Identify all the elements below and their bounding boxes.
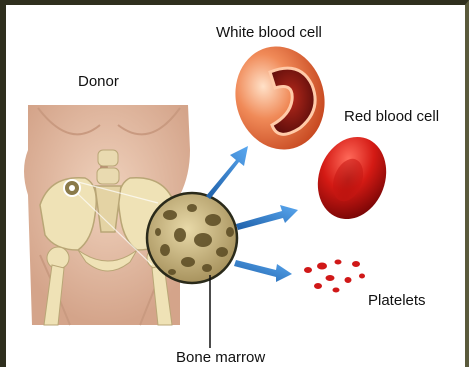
platelets-image (304, 260, 365, 293)
arrow-to-platelets (234, 260, 292, 282)
platelets-label: Platelets (368, 293, 426, 308)
white-blood-cell-image (224, 36, 336, 159)
donor-label: Donor (78, 74, 119, 89)
bone-marrow-label: Bone marrow (176, 350, 265, 365)
arrow-to-white-blood-cell (206, 146, 248, 199)
arrow-to-red-blood-cell (236, 205, 298, 230)
red-blood-cell-label: Red blood cell (344, 109, 439, 124)
white-blood-cell-label: White blood cell (216, 25, 322, 40)
red-blood-cell-image (307, 127, 398, 229)
